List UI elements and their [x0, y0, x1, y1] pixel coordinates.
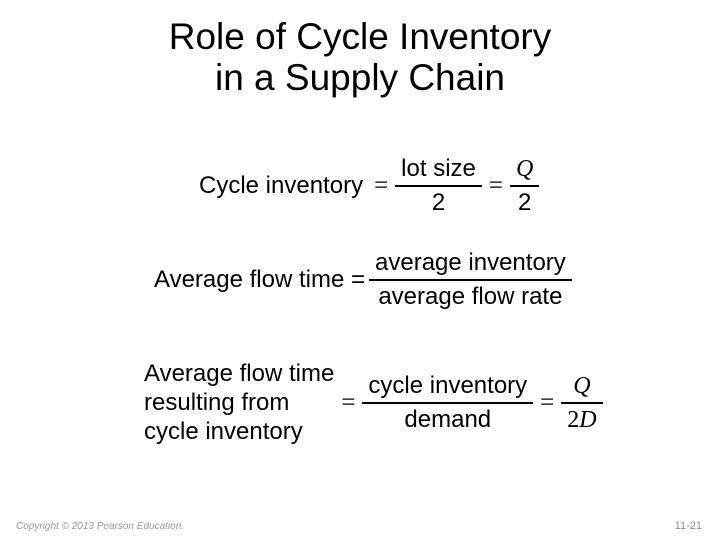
slide-title-line2: in a Supply Chain: [214, 57, 506, 98]
formula3-denominator-coefficient: 2: [567, 406, 580, 433]
formula3-numerator-q: Q: [573, 372, 591, 399]
formula3-label-line3: cycle inventory: [144, 418, 303, 445]
footer-copyright: Copyright © 2013 Pearson Education.: [16, 521, 185, 532]
formula2-fraction: average inventory average flow rate: [369, 250, 572, 310]
formula3-label-line1: Average flow time: [144, 360, 335, 387]
footer-page-number: 11-21: [674, 520, 702, 532]
formula2-numerator: average inventory: [375, 249, 566, 276]
formula3-equals-2: =: [540, 388, 555, 416]
fraction-bar: [561, 401, 603, 404]
fraction-bar: [369, 279, 572, 281]
fraction-bar: [395, 185, 482, 187]
formula3-label-block: Average flow time resulting from cycle i…: [144, 359, 334, 446]
formula1-numerator-lot-size: lot size: [401, 155, 476, 182]
formula1-denominator-2b: 2: [517, 189, 532, 216]
formula1-fraction-q: Q 2: [509, 156, 540, 216]
formula1-equals-1: =: [374, 172, 389, 199]
formula-cycle-inventory: Cycle inventory = lot size 2 = Q 2: [199, 156, 540, 216]
formula3-label-line2: resulting from: [144, 389, 290, 416]
formula3-fraction-q2d: Q 2D: [561, 372, 603, 433]
formula1-equals-2: =: [488, 172, 503, 199]
formula3-denominator-demand: demand: [404, 405, 492, 433]
formula-average-flow-time: Average flow time = average inventory av…: [154, 250, 572, 310]
formula1-denominator-2: 2: [431, 189, 446, 216]
formula3-denominator-2d: 2D: [561, 404, 602, 433]
formula3-fraction-cycle: cycle inventory demand: [362, 371, 534, 433]
formula1-fraction-lot-size: lot size 2: [395, 156, 482, 216]
formula-flow-time-cycle-inventory: Average flow time resulting from cycle i…: [144, 359, 603, 446]
formula3-numerator-cycle-inventory: cycle inventory: [368, 371, 528, 399]
fraction-bar: [509, 185, 540, 187]
formula1-numerator-q: Q: [515, 156, 534, 182]
slide-title-line1: Role of Cycle Inventory: [168, 16, 552, 57]
formula3-equals-1: =: [341, 388, 356, 416]
fraction-bar: [362, 401, 534, 404]
formula1-label: Cycle inventory: [199, 172, 364, 199]
slide-title: Role of Cycle Inventory in a Supply Chai…: [0, 16, 720, 98]
formula3-denominator-variable-d: D: [579, 406, 597, 433]
formula2-denominator: average flow rate: [378, 283, 563, 310]
formula2-label: Average flow time =: [154, 266, 365, 293]
